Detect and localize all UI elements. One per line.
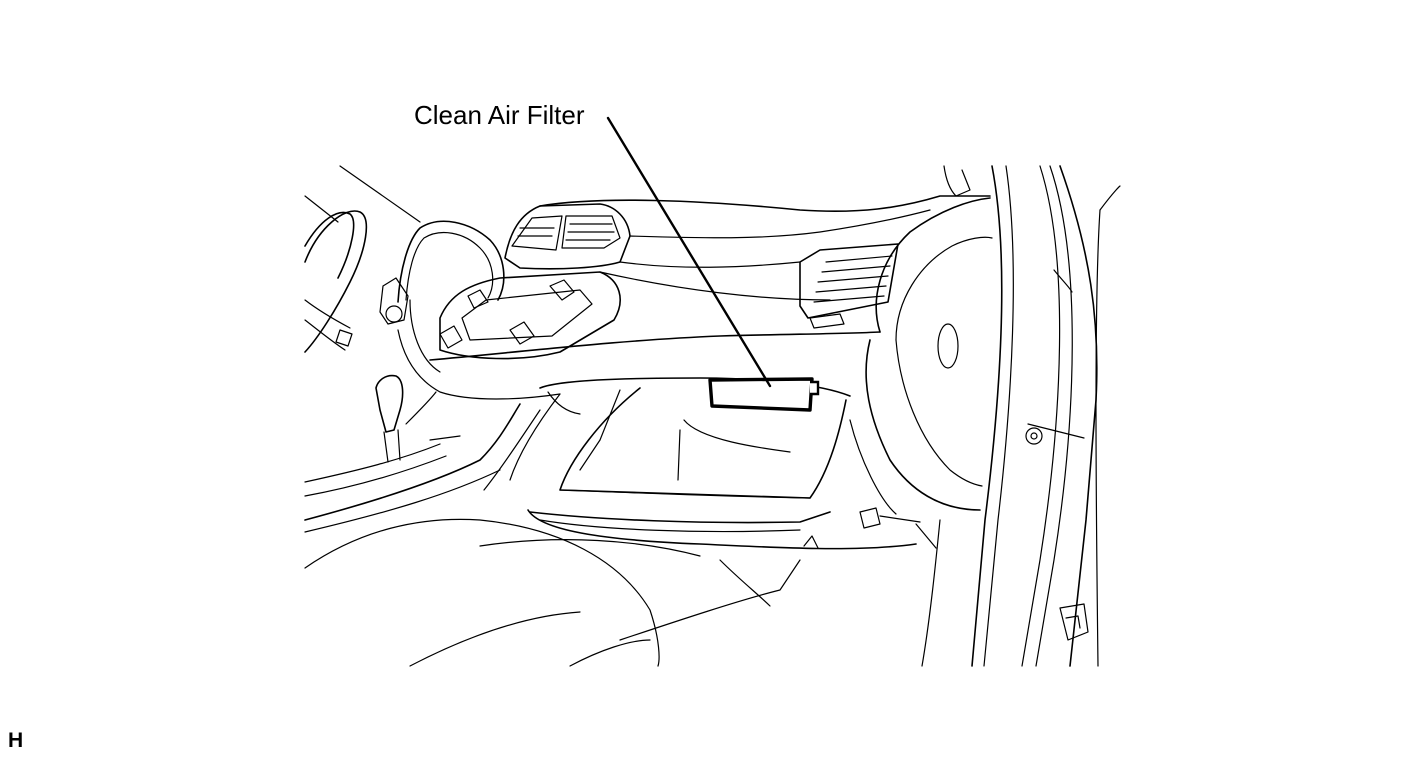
clean-air-filter [708, 377, 820, 412]
instrument-cluster [379, 220, 505, 325]
corner-mark: H [8, 729, 24, 752]
center-stack [439, 203, 631, 360]
dashboard-top [397, 195, 991, 400]
callout-leader-line [606, 116, 772, 388]
front-seat [304, 518, 801, 667]
steering-wheel [304, 165, 421, 353]
door-frame [921, 165, 1121, 667]
callout-label-clean-air-filter: Clean Air Filter [414, 100, 585, 130]
passenger-vent [799, 243, 899, 329]
dash-end-panel [865, 197, 993, 511]
center-console-lower [304, 374, 561, 533]
